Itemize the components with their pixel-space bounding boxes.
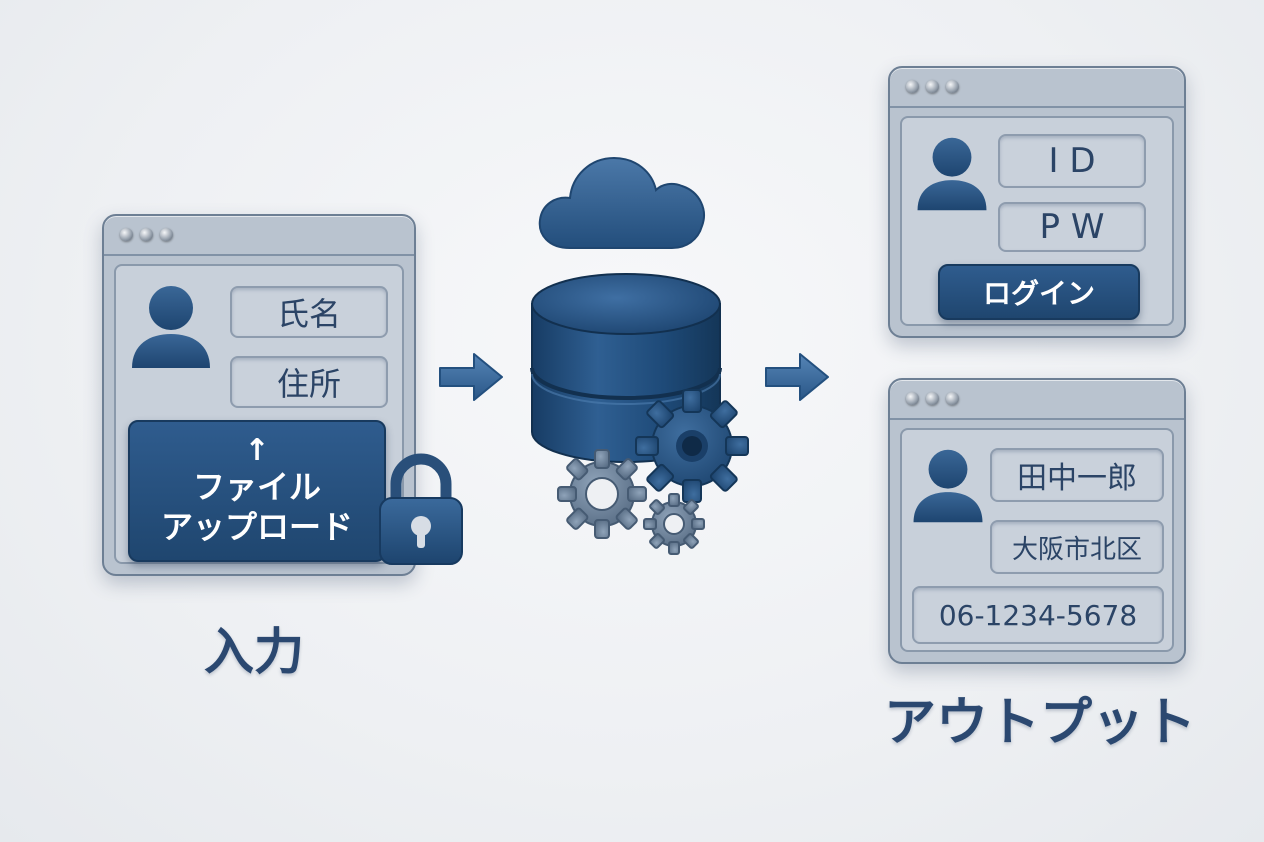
window-controls [120, 228, 173, 241]
output-address-field: 大阪市北区 [990, 520, 1164, 574]
gear-icon [643, 493, 705, 555]
user-icon [917, 137, 987, 211]
login-button[interactable]: ログイン [938, 264, 1140, 320]
file-upload-button[interactable]: ↑ ファイル アップロード [128, 420, 386, 562]
output-caption: アウトプット [884, 693, 1197, 753]
window-dot-icon[interactable] [906, 80, 919, 93]
password-field[interactable]: P W [998, 202, 1146, 252]
window-dot-icon[interactable] [946, 80, 959, 93]
output-name-field: 田中一郎 [990, 448, 1164, 502]
output-phone-field: 06-1234-5678 [912, 586, 1164, 644]
output-window: 田中一郎 大阪市北区 06-1234-5678 [888, 378, 1186, 664]
login-window: I D P W ログイン [888, 66, 1186, 338]
upload-arrow-icon: ↑ [244, 433, 270, 468]
name-field[interactable]: 氏名 [230, 286, 388, 338]
window-dot-icon[interactable] [926, 80, 939, 93]
lock-icon [379, 453, 463, 565]
login-window-titlebar [890, 68, 1184, 108]
gear-icon [635, 389, 749, 503]
user-icon [913, 449, 983, 523]
output-window-titlebar [890, 380, 1184, 420]
input-caption: 入力 [204, 623, 304, 681]
input-window: 氏名 住所 ↑ ファイル アップロード [102, 214, 416, 576]
arrow-right-icon [765, 353, 829, 401]
window-dot-icon[interactable] [160, 228, 173, 241]
user-icon [132, 286, 210, 368]
address-field[interactable]: 住所 [230, 356, 388, 408]
window-dot-icon[interactable] [140, 228, 153, 241]
id-field[interactable]: I D [998, 134, 1146, 188]
cloud-icon [538, 156, 705, 249]
arrow-right-icon [439, 353, 503, 401]
upload-label-line1: ファイル [192, 468, 321, 506]
window-dot-icon[interactable] [946, 392, 959, 405]
gear-icon [557, 449, 647, 539]
window-controls [906, 392, 959, 405]
window-controls [906, 80, 959, 93]
upload-label-line2: アップロード [160, 508, 353, 546]
input-window-titlebar [104, 216, 414, 256]
window-dot-icon[interactable] [120, 228, 133, 241]
window-dot-icon[interactable] [926, 392, 939, 405]
window-dot-icon[interactable] [906, 392, 919, 405]
